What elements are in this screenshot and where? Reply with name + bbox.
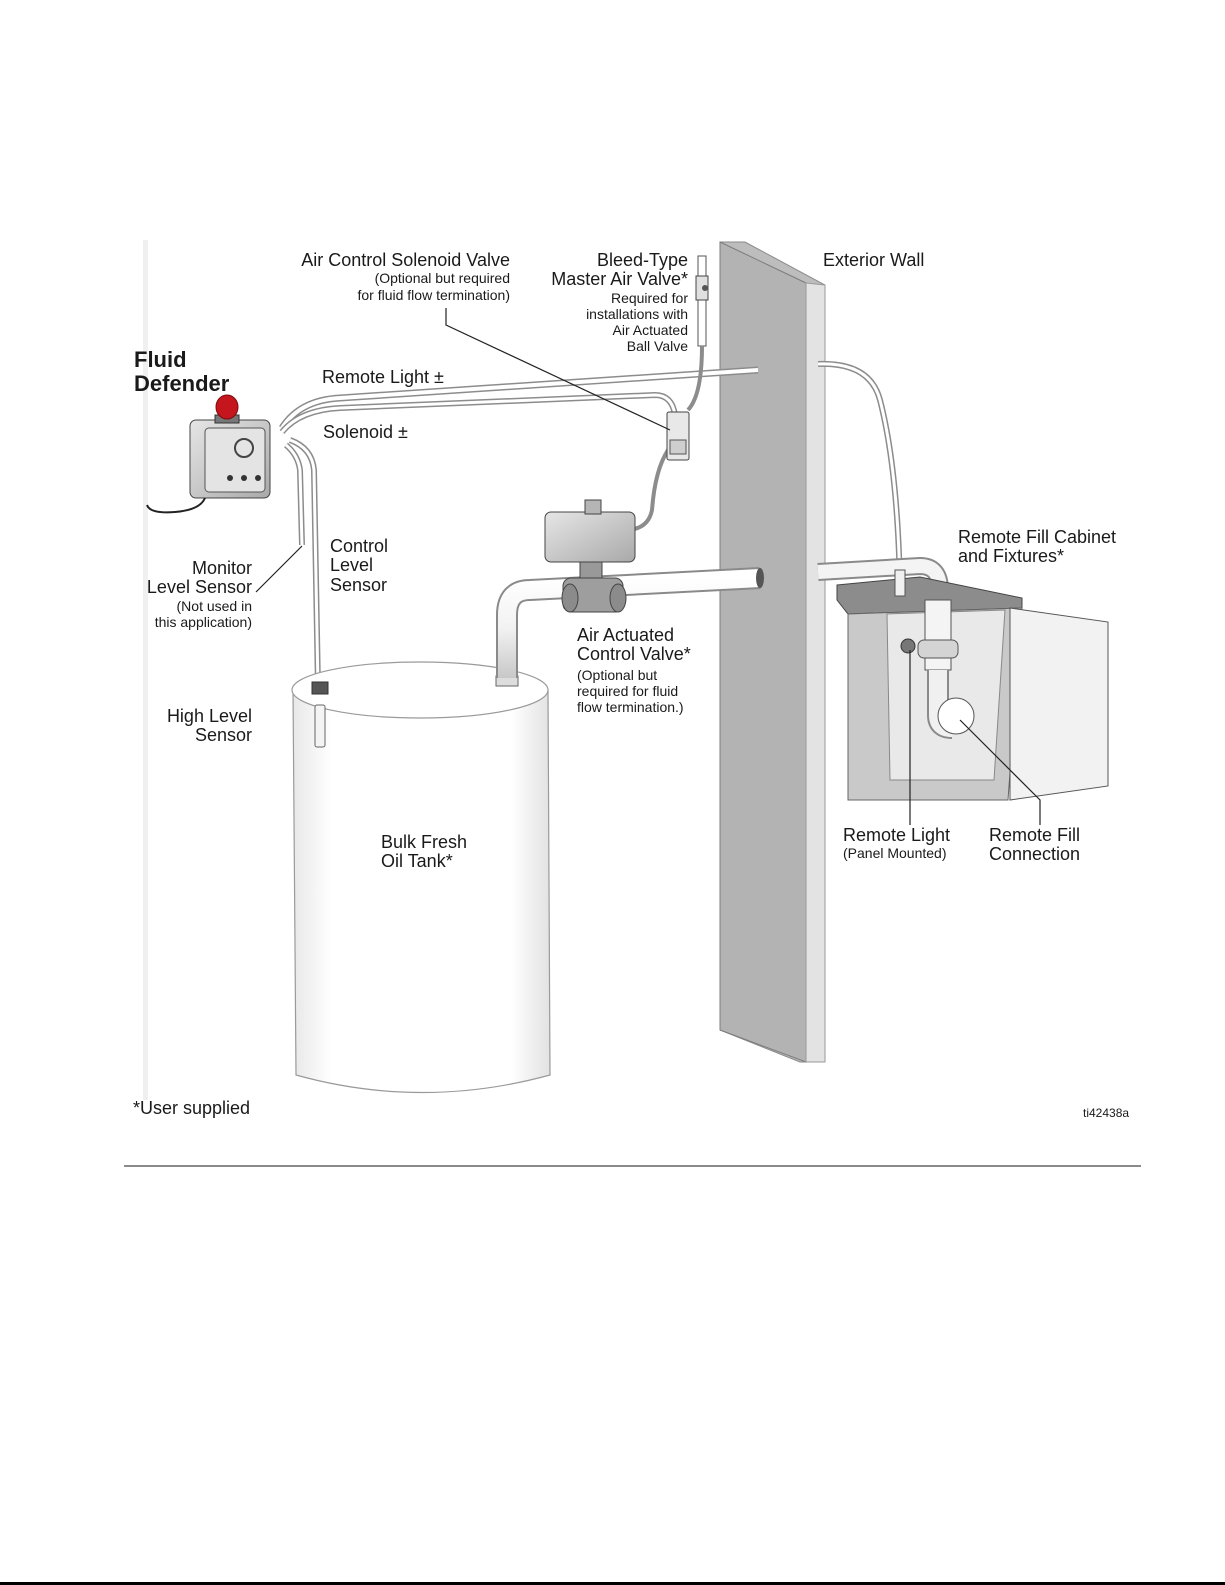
label-line: Connection [989, 844, 1081, 865]
fluid-defender-title: Fluid Defender [134, 348, 229, 396]
air-line [624, 448, 670, 532]
note-line: installations with [586, 305, 688, 322]
label-line: and Fixtures* [958, 546, 1065, 567]
remote-light-label: Remote Light (Panel Mounted) [843, 825, 951, 862]
page-bottom-border [0, 1582, 1225, 1585]
leader-monitor-sensor [255, 545, 303, 593]
leader-remote-fill [959, 719, 1041, 825]
label-line: Sensor [194, 725, 252, 746]
divider-rule [124, 1165, 1141, 1167]
label-line: Remote Light [843, 825, 951, 845]
bulk-oil-tank [291, 661, 551, 1094]
label-line: Level Sensor [146, 577, 252, 598]
bleed-valve-title: Bleed-Type [596, 250, 688, 270]
bulk-tank-label: Bulk Fresh Oil Tank* [381, 832, 468, 872]
figure-id: ti42438a [1083, 1106, 1130, 1120]
bleed-valve-title: Master Air Valve* [551, 269, 688, 290]
fill-pipe [496, 567, 764, 678]
sensor-cables [284, 437, 321, 689]
high-level-sensor-label: High Level Sensor [166, 706, 252, 746]
solenoid-wire [279, 391, 678, 434]
note-line: Air Actuated [612, 322, 689, 339]
air-control-solenoid-title: Air Control Solenoid Valve [301, 250, 510, 270]
remote-light-wire [279, 366, 759, 430]
footnote: *User supplied [133, 1098, 251, 1118]
label-line: Remote Fill [989, 825, 1081, 845]
bleed-valve [686, 255, 709, 412]
note-line: Required for [610, 289, 688, 306]
label-line: Level [330, 555, 374, 576]
note-line: (Panel Mounted) [843, 845, 947, 862]
label-line: Control [330, 536, 389, 556]
remote-fill-cabinet [836, 569, 1109, 801]
air-control-solenoid-label: Air Control Solenoid Valve (Optional but… [301, 250, 510, 303]
note-line: Ball Valve [626, 338, 688, 355]
label-line: Monitor [191, 558, 252, 578]
air-actuated-valve [544, 499, 636, 613]
remote-fill-cabinet-label: Remote Fill Cabinet and Fixtures* [958, 527, 1117, 567]
label-line: High Level [166, 706, 252, 726]
title-line: Fluid [134, 347, 187, 372]
title-line: Defender [134, 370, 230, 396]
exterior-wall-label: Exterior Wall [823, 250, 925, 270]
label-line: Air Actuated [577, 625, 675, 645]
label-line: Bulk Fresh [381, 832, 468, 852]
fluid-defender-unit [146, 394, 271, 514]
note-line: required for fluid [577, 682, 679, 699]
air-actuated-valve-label: Air Actuated Control Valve* (Optional bu… [577, 625, 691, 716]
label-line: Oil Tank* [381, 851, 453, 872]
control-level-sensor-label: Control Level Sensor [330, 536, 389, 595]
remote-light-wire-label: Remote Light ± [322, 367, 444, 387]
note-line: for fluid flow termination) [357, 286, 510, 303]
leader-solenoid [445, 308, 671, 431]
leader-lines [255, 308, 1041, 825]
note-line: (Optional but required [374, 270, 510, 287]
cabinet-light-wire [817, 360, 903, 591]
label-line: Remote Fill Cabinet [958, 527, 1117, 547]
note-line: this application) [154, 613, 252, 630]
remote-fill-connection-label: Remote Fill Connection [989, 825, 1081, 865]
note-line: flow termination.) [577, 699, 684, 716]
label-line: Control Valve* [577, 644, 691, 665]
label-line: Sensor [330, 574, 388, 595]
solenoid-wire-label: Solenoid ± [323, 422, 408, 442]
background-panel [143, 240, 148, 1100]
bleed-valve-label: Bleed-Type Master Air Valve* Required fo… [551, 250, 689, 355]
exterior-wall [719, 241, 826, 1063]
monitor-level-sensor-label: Monitor Level Sensor (Not used in this a… [146, 558, 252, 630]
solenoid-valve [666, 411, 690, 461]
note-line: (Not used in [176, 597, 252, 614]
note-line: (Optional but [577, 666, 658, 683]
